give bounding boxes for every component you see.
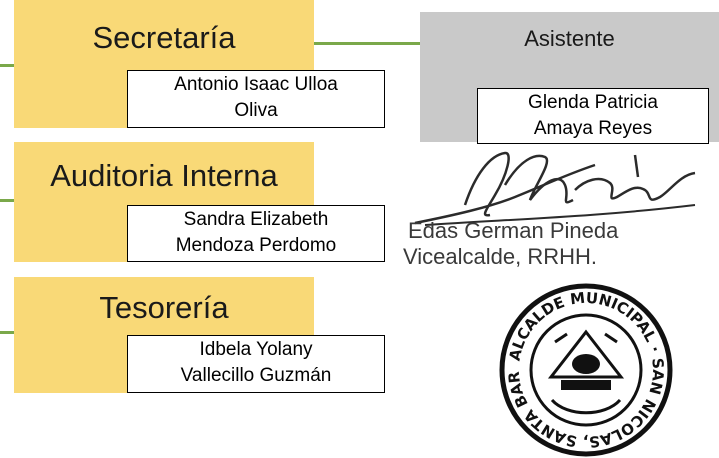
person-name-line: Vallecillo Guzmán xyxy=(180,365,332,386)
person-name-line: Amaya Reyes xyxy=(533,118,653,139)
connector-left-tesoreria xyxy=(0,331,14,334)
signature-role: Vicealcalde, RRHH. xyxy=(403,244,598,269)
municipal-seal: ALCALDE MUNICIPAL · SAN NICOLAS, SANTA B… xyxy=(497,282,673,457)
signature-name: Edas German Pineda xyxy=(408,218,619,243)
connector-secretaria-asistente xyxy=(314,42,420,45)
connector-left-auditoria xyxy=(0,199,14,202)
unit-title: Asistente xyxy=(524,26,615,51)
person-name-line: Antonio Isaac Ulloa xyxy=(174,74,338,95)
person-name-box: Sandra Elizabeth Mendoza Perdomo xyxy=(127,205,385,262)
person-name-box: Antonio Isaac Ulloa Oliva xyxy=(127,70,385,128)
person-name-line: Oliva xyxy=(234,100,278,121)
unit-title: Secretaría xyxy=(92,20,236,55)
unit-title: Tesorería xyxy=(99,290,229,325)
person-name-line: Mendoza Perdomo xyxy=(175,235,337,256)
person-name-line: Idbela Yolany xyxy=(199,339,313,360)
person-name-box: Glenda Patricia Amaya Reyes xyxy=(477,88,709,144)
person-name-line: Sandra Elizabeth xyxy=(183,209,329,230)
connector-left-secretaria xyxy=(0,64,14,67)
person-name-box: Idbela Yolany Vallecillo Guzmán xyxy=(127,335,385,393)
unit-title: Auditoria Interna xyxy=(50,158,278,193)
person-name-line: Glenda Patricia xyxy=(528,92,658,113)
handwritten-signature xyxy=(414,151,696,226)
